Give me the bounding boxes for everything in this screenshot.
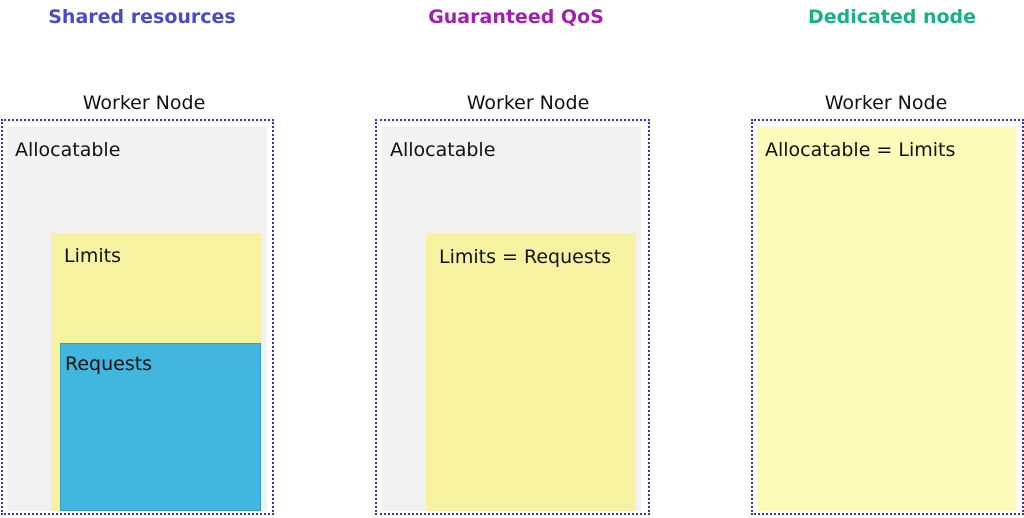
worker-node-label-dedicated: Worker Node bbox=[824, 92, 948, 114]
requests-label-shared: Requests bbox=[65, 353, 153, 375]
dedicated-node-heading: Dedicated node bbox=[807, 6, 977, 28]
requests-box-shared: Requests bbox=[60, 343, 261, 511]
guaranteed-qos-heading: Guaranteed QoS bbox=[428, 6, 604, 28]
allocatable-label-shared: Allocatable bbox=[15, 139, 121, 161]
limits-requests-box-guaranteed: Limits = Requests bbox=[426, 233, 636, 511]
worker-node-shared: Allocatable Limits Requests bbox=[1, 119, 274, 515]
limits-requests-label-guaranteed: Limits = Requests bbox=[439, 246, 612, 268]
worker-node-label-shared: Worker Node bbox=[82, 92, 206, 114]
allocatable-label-guaranteed: Allocatable bbox=[390, 139, 496, 161]
worker-node-label-guaranteed: Worker Node bbox=[466, 92, 590, 114]
limits-label-shared: Limits bbox=[64, 245, 121, 267]
worker-node-dedicated: Allocatable = Limits bbox=[751, 119, 1024, 515]
worker-node-guaranteed: Allocatable Limits = Requests bbox=[375, 119, 650, 515]
allocatable-limits-label-dedicated: Allocatable = Limits bbox=[765, 139, 956, 161]
allocatable-limits-box-dedicated: Allocatable = Limits bbox=[758, 127, 1016, 511]
shared-resources-heading: Shared resources bbox=[48, 6, 236, 28]
